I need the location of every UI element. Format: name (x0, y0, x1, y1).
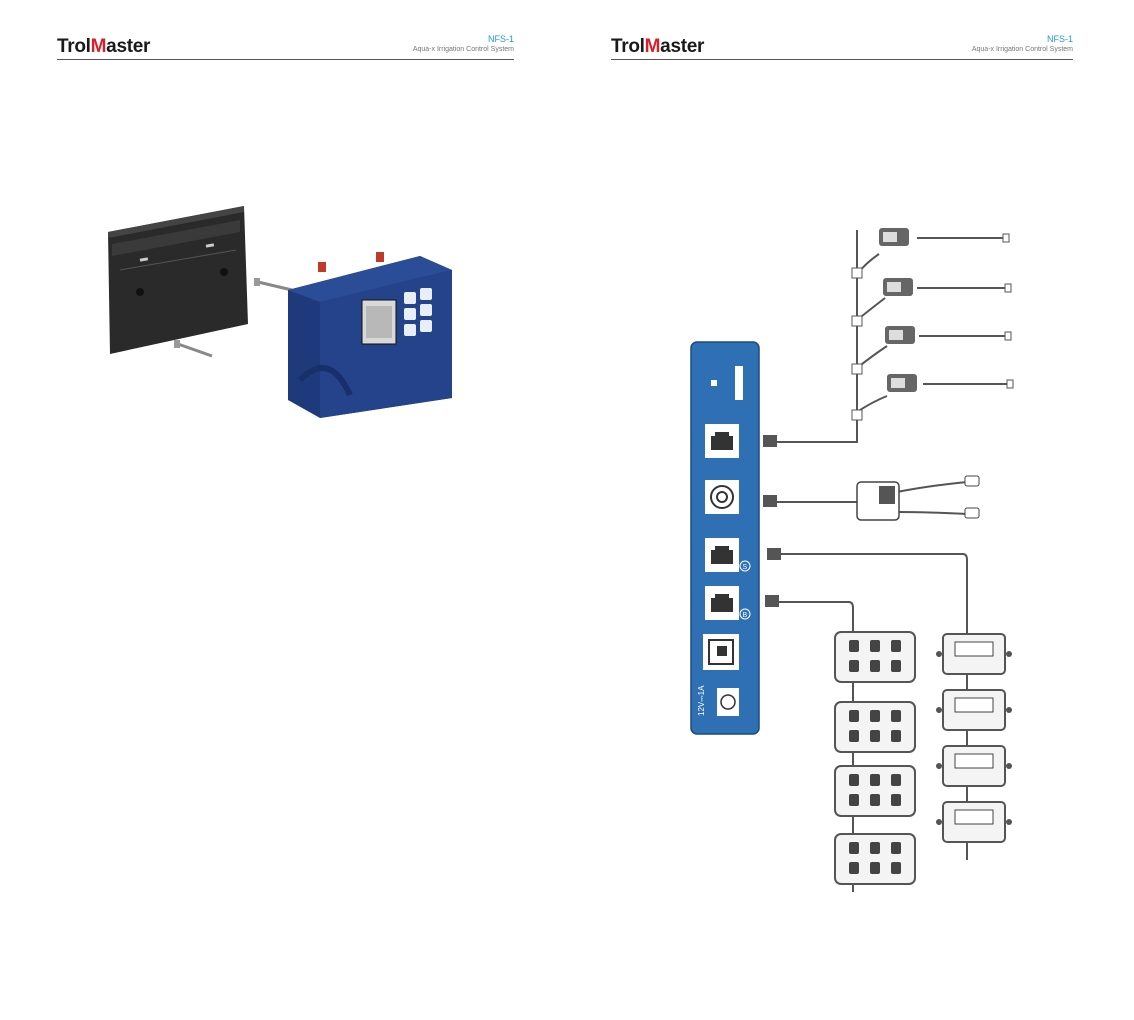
outlet-box-4 (835, 834, 915, 884)
relay-module-2 (936, 690, 1012, 730)
screw-upper (254, 278, 292, 290)
controller-device (288, 252, 452, 418)
right-page: TrolMaster NFS-1 Aqua-x Irrigation Contr… (567, 0, 1134, 1020)
left-page: TrolMaster NFS-1 Aqua-x Irrigation Contr… (0, 0, 567, 1020)
sensor-unit-2 (883, 278, 913, 296)
sensor-unit-4 (887, 374, 917, 392)
power-rating-label: 12V⎓1A (697, 685, 706, 716)
sensor-unit-1 (879, 228, 909, 246)
sensor-unit-3 (885, 326, 915, 344)
sensor-probe-tips (1003, 234, 1013, 388)
port-badge-s-text: S (743, 564, 748, 571)
outlet-box-2 (835, 702, 915, 752)
outlet-box-1 (835, 632, 915, 682)
rj-plugs (763, 435, 781, 607)
outlet-box-3 (835, 766, 915, 816)
controller-port-panel (691, 342, 759, 734)
screw-lower (174, 340, 212, 356)
relay-module-4 (936, 802, 1012, 842)
wall-mounting-plate (108, 206, 248, 354)
relay-module-1 (936, 634, 1012, 674)
relay-module-3 (936, 746, 1012, 786)
mounting-illustration (0, 0, 567, 1020)
port-badge-b-text: B (743, 612, 748, 619)
wiring-diagram: 12V⎓1A S B (567, 0, 1134, 1020)
